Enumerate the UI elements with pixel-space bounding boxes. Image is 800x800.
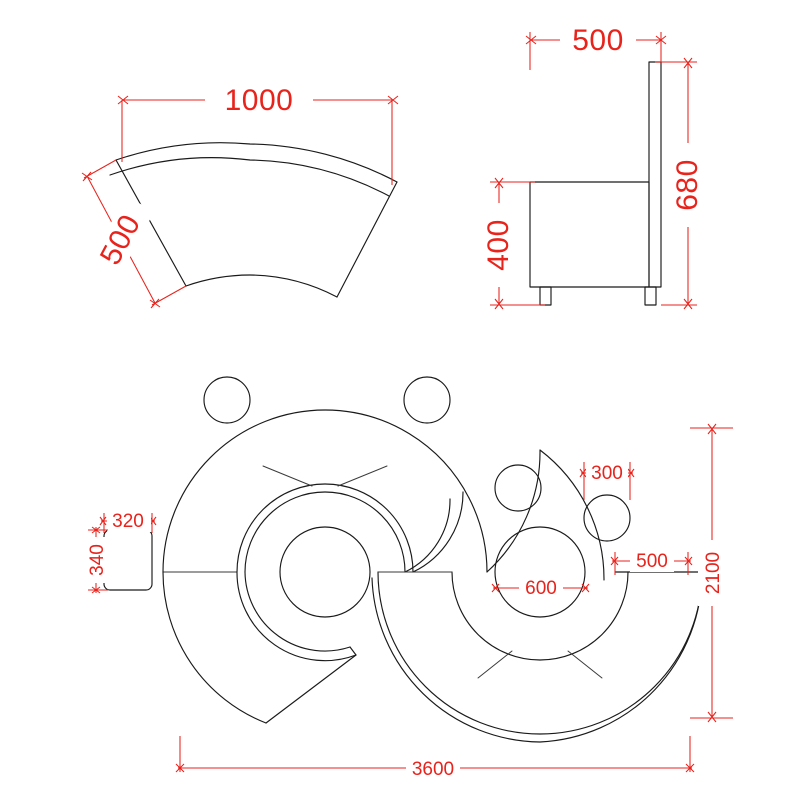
stool-circle-4: [583, 494, 631, 542]
dim-400: 400: [481, 177, 545, 310]
elevation-leg-back: [644, 286, 657, 306]
left-lower-wedge-outer: [162, 571, 267, 724]
view-top-right-side-elevation: 500 680 400: [481, 22, 704, 310]
s-curve-connector: [404, 449, 605, 581]
dim-500-top-left: 500: [81, 159, 187, 309]
dim-340: 340: [83, 526, 108, 594]
stool-circle-1: [203, 376, 251, 424]
dim-680: 680: [655, 57, 704, 310]
module-outer-arc: [109, 157, 390, 197]
dim-600-label: 600: [525, 578, 557, 599]
dim-400-label: 400: [482, 219, 515, 271]
view-top-left-curved-module: 1000 500: [81, 82, 399, 309]
left-round-table: [279, 526, 371, 618]
left-lower-backrest-cap: [349, 646, 357, 656]
dim-2100-label: 2100: [703, 552, 724, 594]
elevation-leg-front: [539, 286, 552, 306]
right-divider-b: [567, 650, 603, 679]
left-lower-backrest-outer: [236, 571, 357, 662]
dim-1000: 1000: [117, 82, 399, 185]
dim-500-tr-label: 500: [572, 24, 624, 57]
dim-320: 320: [99, 508, 157, 533]
elevation-seat-block: [529, 181, 650, 288]
s-connector-backrest-outer: [412, 491, 464, 573]
module-backrest-inner-arc: [115, 142, 398, 183]
dim-500-top-right: 500: [525, 22, 667, 70]
elevation-backrest-panel: [648, 61, 662, 288]
left-backrest-inner-arc: [244, 491, 406, 573]
module-front-arc: [185, 274, 338, 298]
dim-300: 300: [579, 460, 635, 500]
square-stool-shape: [103, 529, 153, 591]
left-lower-wedge-radial: [265, 654, 357, 724]
view-bottom-arrangement-plan: 320 340: [83, 376, 733, 780]
module-right-edge: [336, 181, 398, 298]
s-connector-backrest-inner: [404, 498, 451, 573]
right-round-table: [494, 526, 586, 618]
dim-320-label: 320: [112, 511, 144, 532]
stool-circle-3: [494, 464, 542, 512]
left-divider-b: [337, 465, 388, 487]
left-sofa-cluster: [162, 409, 488, 724]
square-stool: 320 340: [83, 508, 157, 594]
right-inner-arc: [451, 571, 629, 661]
stool-circle-2: [403, 376, 451, 424]
left-lower-backrest-inner: [244, 571, 351, 652]
right-divider-a: [477, 650, 513, 679]
dim-500-plan: 500: [610, 548, 693, 575]
module-left-edge: [115, 159, 187, 287]
right-outer-seat-arc: [377, 571, 703, 735]
left-backrest-outer-arc: [236, 483, 414, 573]
dim-340-label: 340: [87, 544, 108, 576]
dim-2100: 2100: [690, 423, 733, 723]
dim-3600: 3600: [175, 736, 695, 780]
dim-600: 600: [491, 575, 590, 599]
dim-680-label: 680: [671, 159, 704, 211]
left-outer-arc-right-descend: [468, 497, 488, 573]
left-divider-a: [262, 465, 313, 487]
dim-300-label: 300: [591, 463, 623, 484]
dim-500-plan-label: 500: [636, 551, 668, 572]
right-outer-backrest-arc: [371, 571, 703, 743]
dim-3600-label: 3600: [412, 759, 454, 780]
left-outer-seat-arc: [162, 409, 470, 573]
s-connector-outer-sweep: [486, 449, 605, 581]
dim-1000-label: 1000: [225, 84, 294, 117]
